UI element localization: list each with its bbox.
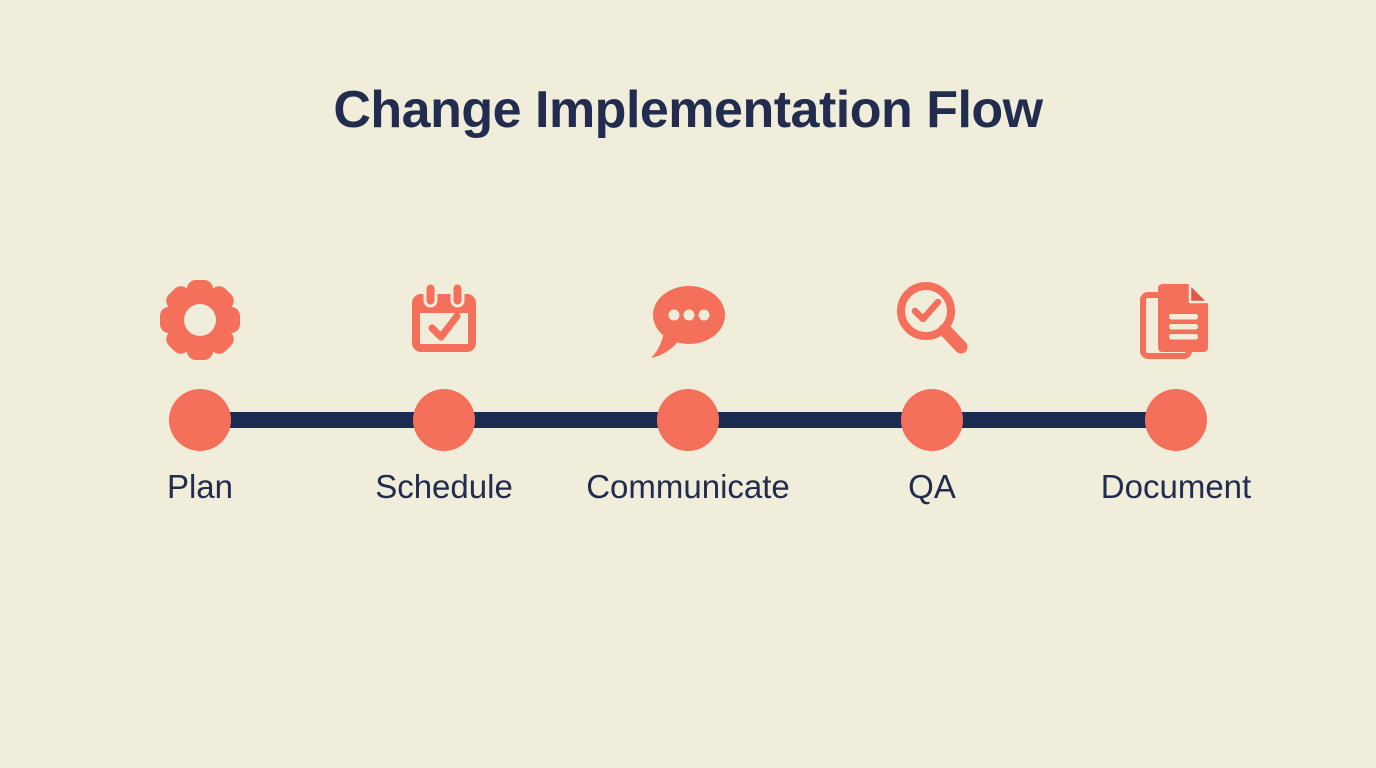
step-label-document: Document — [1100, 468, 1252, 505]
step-communicate-icon-box — [646, 270, 730, 370]
step-label-plan: Plan — [166, 468, 234, 505]
step-label-communicate: Communicate — [586, 468, 790, 505]
magnifier-check-icon — [897, 282, 968, 354]
step-schedule: Schedule — [322, 270, 566, 506]
step-qa: QA — [810, 270, 1054, 506]
timeline: Plan Schedule — [78, 270, 1298, 506]
gear-icon — [160, 280, 240, 360]
timeline-node-qa — [901, 389, 963, 451]
step-label-qa: QA — [908, 468, 956, 505]
timeline-node-schedule — [413, 389, 475, 451]
step-plan-icon-box — [158, 270, 242, 370]
step-communicate: Communicate — [566, 270, 810, 506]
step-label-schedule: Schedule — [375, 468, 513, 505]
timeline-node-document — [1145, 389, 1207, 451]
documents-icon — [1140, 282, 1210, 359]
timeline-node-plan — [169, 389, 231, 451]
step-schedule-icon-box — [402, 270, 486, 370]
step-document-icon-box — [1134, 270, 1218, 370]
step-document: Document — [1054, 270, 1298, 506]
speech-bubble-icon — [651, 286, 725, 358]
calendar-check-icon — [412, 281, 476, 352]
timeline-node-communicate — [657, 389, 719, 451]
step-qa-icon-box — [890, 270, 974, 370]
page-title: Change Implementation Flow — [333, 81, 1043, 139]
step-plan: Plan — [78, 270, 322, 506]
